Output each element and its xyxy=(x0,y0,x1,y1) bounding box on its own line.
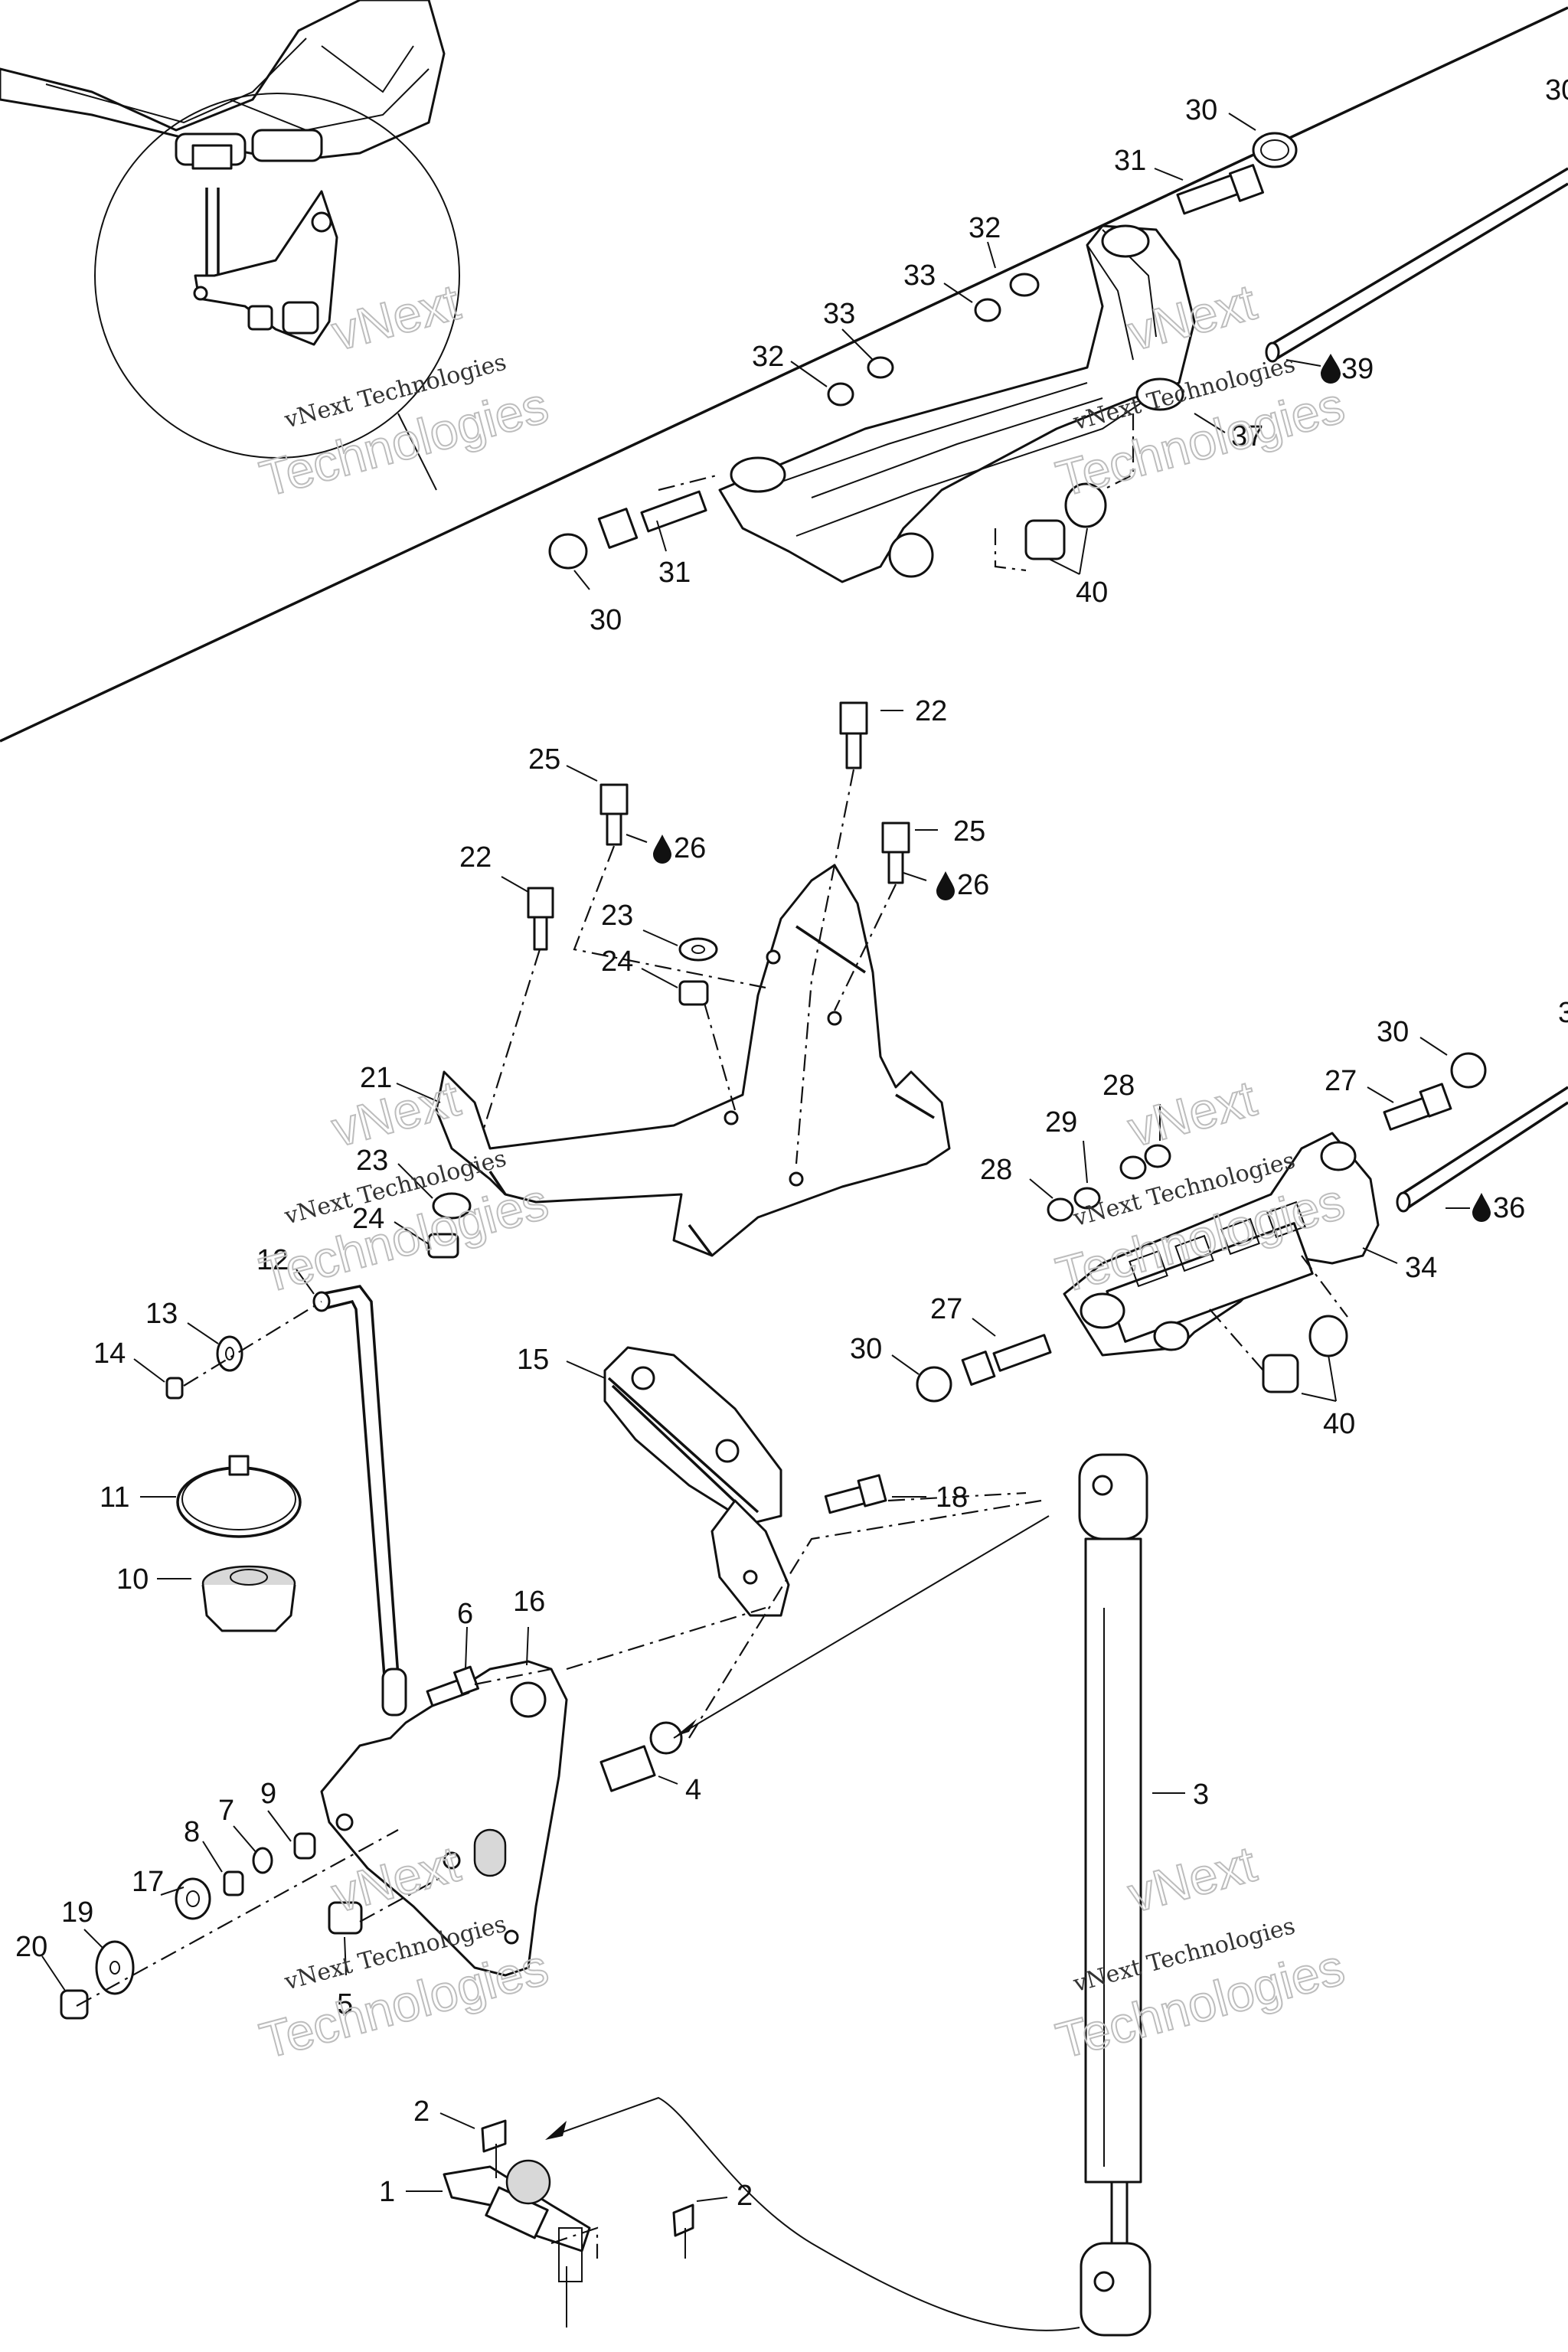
oil-drop-icon xyxy=(1472,1193,1491,1222)
callout-27: 27 xyxy=(930,1293,962,1325)
callout-40: 40 xyxy=(1323,1408,1355,1440)
callout-30: 30 xyxy=(590,604,622,636)
callout-20: 20 xyxy=(15,1931,47,1963)
callout-24: 24 xyxy=(352,1203,384,1235)
callout-3: 3 xyxy=(1558,997,1568,1029)
callout-1: 1 xyxy=(379,2176,395,2208)
callout-30: 30 xyxy=(1185,94,1217,126)
callout-5: 5 xyxy=(337,1988,353,2020)
callout-31: 31 xyxy=(658,557,691,589)
oil-drop-icon xyxy=(653,835,671,864)
inset-detail-circle xyxy=(94,93,460,491)
callout-13: 13 xyxy=(145,1298,178,1330)
callout-26: 26 xyxy=(957,869,989,901)
callout-32: 32 xyxy=(752,341,784,373)
callout-7: 7 xyxy=(218,1795,234,1827)
callout-22: 22 xyxy=(915,695,947,727)
callout-19: 19 xyxy=(61,1896,93,1929)
callout-10: 10 xyxy=(116,1563,149,1596)
callout-22: 22 xyxy=(459,841,492,874)
svg-text:vNext: vNext xyxy=(1122,1070,1262,1158)
callout-9: 9 xyxy=(260,1778,276,1810)
callout-36: 36 xyxy=(1493,1192,1525,1224)
rod-and-clips xyxy=(165,1285,407,1717)
callout-labels: 30 30 31 32 33 33 32 39 37 31 30 40 22 2… xyxy=(15,74,1568,2212)
callout-2: 2 xyxy=(737,2180,753,2212)
oil-drop-icon xyxy=(1321,354,1341,384)
callout-30: 30 xyxy=(850,1333,882,1365)
oil-drop-icon xyxy=(936,871,955,900)
watermark: vNext vNext Technologies Technologies xyxy=(1050,1834,1351,2070)
callout-6: 6 xyxy=(457,1598,473,1630)
hull-fragment xyxy=(0,0,446,166)
callout-34: 34 xyxy=(1405,1252,1437,1284)
callout-17: 17 xyxy=(132,1866,164,1898)
callout-37: 37 xyxy=(1231,420,1263,452)
callout-40: 40 xyxy=(1076,577,1108,609)
callout-31: 31 xyxy=(1114,145,1146,177)
callout-29: 29 xyxy=(1045,1106,1077,1138)
callout-4: 4 xyxy=(685,1774,701,1806)
svg-text:vNext: vNext xyxy=(326,1070,466,1158)
callout-21: 21 xyxy=(360,1062,392,1094)
callout-8: 8 xyxy=(184,1816,200,1848)
callout-30: 30 xyxy=(1545,74,1568,106)
callout-24: 24 xyxy=(601,946,633,978)
callout-15: 15 xyxy=(517,1344,549,1376)
callout-14: 14 xyxy=(93,1338,126,1370)
mid-hardware xyxy=(427,701,910,1259)
callout-12: 12 xyxy=(256,1244,289,1276)
right-bracket-assembly xyxy=(916,1052,1568,1403)
callout-30: 30 xyxy=(1377,1016,1409,1048)
svg-text:vNext: vNext xyxy=(1122,1835,1262,1923)
callout-27: 27 xyxy=(1325,1065,1357,1097)
callout-26: 26 xyxy=(674,832,706,864)
callout-18: 18 xyxy=(936,1481,968,1514)
callout-2: 2 xyxy=(413,2096,430,2128)
callout-33: 33 xyxy=(903,260,936,292)
callout-28: 28 xyxy=(980,1154,1012,1186)
callout-39: 39 xyxy=(1341,353,1374,385)
callout-28: 28 xyxy=(1102,1070,1135,1102)
callout-33: 33 xyxy=(823,298,855,330)
callout-23: 23 xyxy=(601,900,633,932)
lower-bracket-assembly xyxy=(60,1474,1050,2020)
pad-part xyxy=(603,1346,790,1617)
callout-25: 25 xyxy=(528,743,560,776)
section-divider-line xyxy=(0,6,1568,743)
callout-23: 23 xyxy=(356,1145,388,1177)
callout-25: 25 xyxy=(953,815,985,848)
gas-spring xyxy=(545,1453,1152,2337)
callout-3: 3 xyxy=(1193,1779,1209,1811)
callout-32: 32 xyxy=(969,212,1001,244)
mounting-plate xyxy=(435,864,951,1257)
callout-16: 16 xyxy=(513,1586,545,1618)
top-bracket-assembly xyxy=(548,132,1568,583)
callout-11: 11 xyxy=(100,1481,129,1514)
bottom-bracket xyxy=(443,2119,694,2328)
